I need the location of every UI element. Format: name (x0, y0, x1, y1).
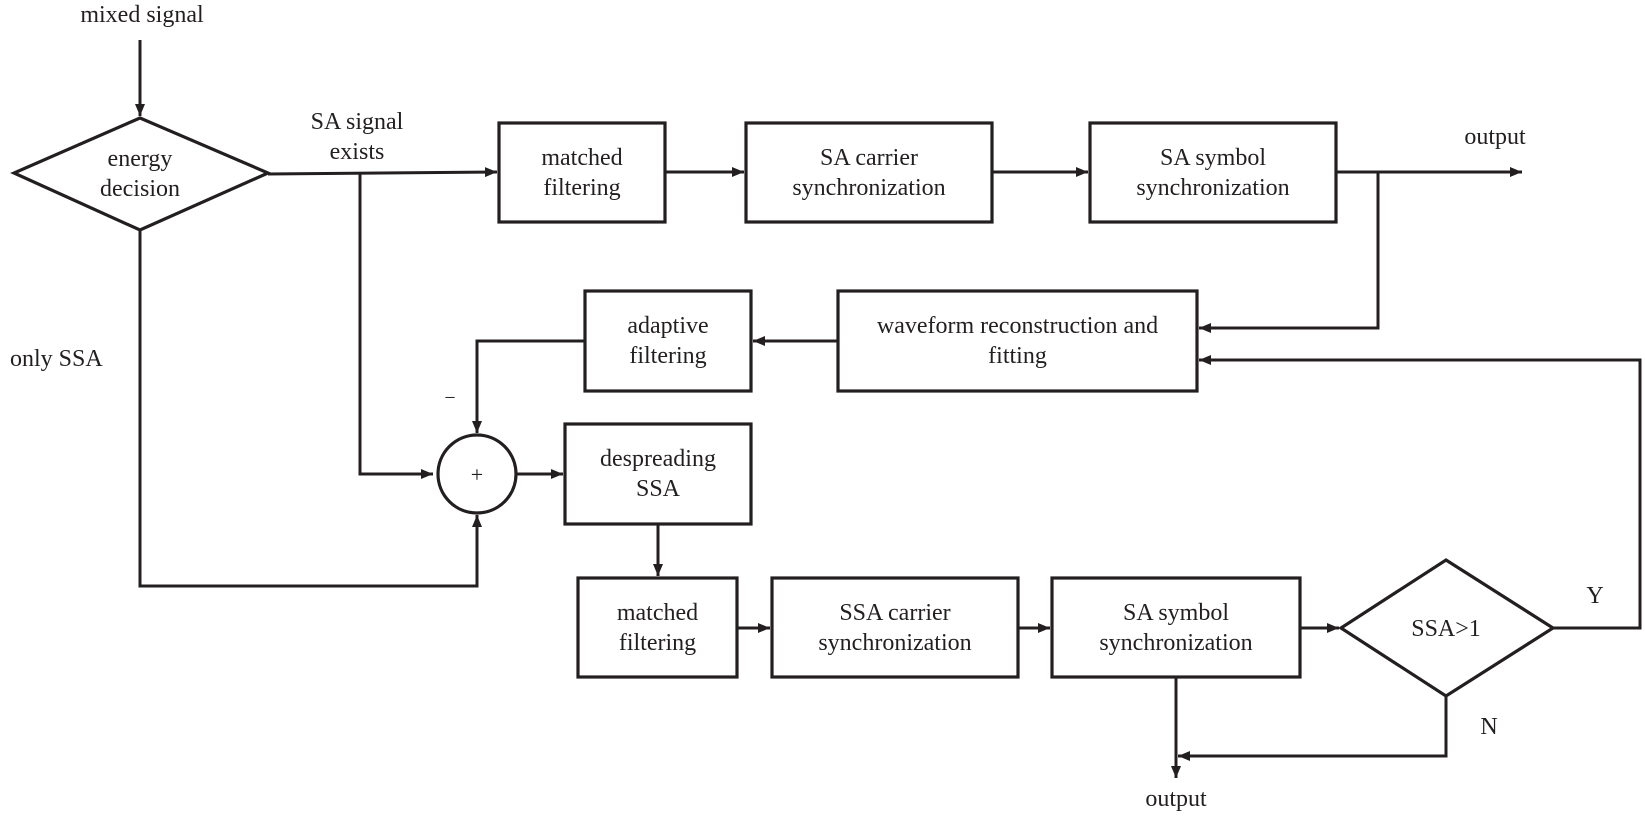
yes-label: Y (1586, 583, 1604, 609)
arrow-sa-branch-to-summer (358, 173, 433, 479)
sa-carrier-sync: SA carrier synchronization (746, 123, 992, 222)
arrow-energy-to-matched-filtering-top (267, 167, 498, 178)
sa-carrier-sync-box (744, 121, 994, 224)
only-ssa-label: only SSA (10, 346, 103, 372)
arrow-yes-to-waveform (1199, 355, 1642, 630)
bottom-output-label: output (1145, 786, 1207, 812)
sa-signal-exists-line-2: exists (329, 139, 385, 165)
sa-symbol-sync-bottom: SA symbol synchronization (1052, 578, 1300, 677)
sa-signal-exists-line-1: SA signal (310, 109, 404, 135)
arrow-no-to-output (1178, 696, 1448, 761)
top-output-label: output (1464, 124, 1526, 150)
ssa-decision-text: SSA>1 (1411, 616, 1481, 642)
matched-filtering-bottom: matched filtering (578, 578, 737, 677)
matched-filtering-top-line-1: matched (541, 144, 623, 171)
waveform-reconstruction-line-2: fitting (988, 343, 1047, 369)
sa-symbol-sync-top-line-1: SA symbol (1159, 144, 1266, 171)
matched-filtering-top-line-2: filtering (543, 174, 621, 201)
energy-decision-line-1: energy (107, 146, 173, 172)
sa-carrier-sync-line-1: SA carrier (820, 144, 918, 171)
adaptive-filtering-line-1: adaptive (627, 313, 709, 339)
matched-filtering-bottom-line-2: filtering (618, 629, 697, 656)
ssa-carrier-sync-line-2: synchronization (818, 629, 972, 656)
no-label: N (1480, 714, 1498, 740)
adaptive-filtering-box (583, 289, 753, 393)
adaptive-filtering-line-2: filtering (629, 343, 707, 369)
sa-signal-exists-label: SA signal exists (282, 107, 432, 167)
summer-plus-sign: + (470, 462, 484, 487)
sa-symbol-sync-top: SA symbol synchronization (1090, 123, 1336, 222)
adaptive-filtering: adaptive filtering (585, 291, 751, 391)
despreading-ssa: despreading SSA (565, 424, 751, 524)
ssa-carrier-sync: SSA carrier synchronization (772, 578, 1018, 677)
sa-symbol-sync-bottom-line-1: SA symbol (1122, 599, 1229, 626)
energy-decision-text: energy decision (60, 140, 220, 208)
matched-filtering-bottom-box (576, 576, 739, 679)
matched-filtering-top: matched filtering (499, 123, 665, 222)
despreading-ssa-box (563, 422, 753, 526)
minus-sign-label: − (444, 387, 456, 409)
arrow-adaptive-to-summer (472, 339, 585, 433)
mixed-signal-label: mixed signal (80, 2, 204, 28)
despreading-ssa-line-1: despreading (600, 446, 716, 472)
waveform-reconstruction: waveform reconstruction and fitting (838, 291, 1197, 391)
ssa-carrier-sync-line-1: SSA carrier (839, 599, 951, 626)
sa-symbol-sync-bottom-line-2: synchronization (1099, 629, 1253, 656)
energy-decision-line-2: decision (100, 176, 180, 202)
sa-symbol-sync-top-line-2: synchronization (1136, 174, 1290, 201)
arrow-sa-symbol-to-waveform (1199, 172, 1380, 333)
arrow-only-ssa-to-summer (138, 230, 482, 588)
sa-carrier-sync-line-2: synchronization (792, 174, 946, 201)
ssa-carrier-sync-box (770, 576, 1020, 679)
matched-filtering-top-box (497, 121, 667, 224)
matched-filtering-bottom-line-1: matched (616, 599, 699, 626)
waveform-reconstruction-line-1: waveform reconstruction and (876, 313, 1159, 339)
despreading-ssa-line-2: SSA (635, 476, 681, 502)
sa-symbol-sync-bottom-box (1050, 576, 1302, 679)
